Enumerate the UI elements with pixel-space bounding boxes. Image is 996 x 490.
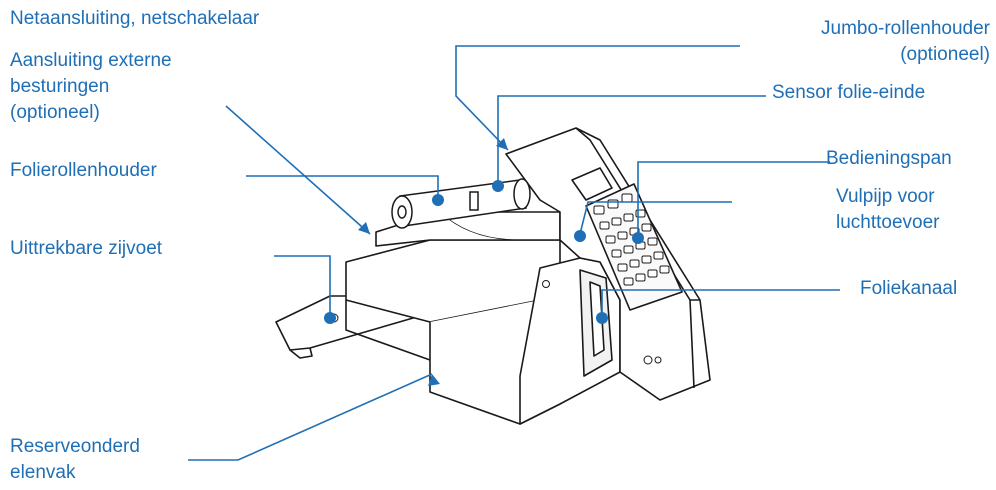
- leader-reserve: [188, 373, 433, 461]
- label-netaansluiting: Netaansluiting, netschakelaar: [10, 8, 260, 29]
- leader-markers: [324, 138, 644, 386]
- marker-vulpijp: [574, 230, 586, 242]
- marker-bediening: [632, 232, 644, 244]
- display-screen: [571, 167, 613, 201]
- label-sensor-folie-einde: Sensor folie-einde: [772, 82, 926, 103]
- label-extern-line1: Aansluiting externe: [10, 50, 172, 71]
- arrow-extern: [358, 222, 370, 234]
- marker-folierol: [432, 194, 444, 206]
- leader-sensor: [497, 95, 766, 182]
- label-reserveonderdelenvak: Reserveonderd elenvak: [10, 434, 140, 486]
- leader-jumbo: [455, 45, 740, 151]
- label-extern-line3: (optioneel): [10, 102, 100, 123]
- label-folierollenhouder: Folierollenhouder: [10, 160, 157, 181]
- leader-extern: [225, 105, 371, 235]
- label-reserve-line1: Reserveonderd: [10, 436, 140, 457]
- arrow-reserve: [428, 374, 440, 386]
- label-vulpijp: Vulpijp voor luchttoevoer: [836, 184, 996, 228]
- label-vulpijp-line2: luchttoevoer: [836, 212, 940, 228]
- label-bedieningspaneel: Bedieningspan: [826, 148, 952, 169]
- film-roll-holder: [391, 178, 531, 229]
- label-reserve-line2: elenvak: [10, 462, 76, 483]
- leader-bediening: [637, 161, 830, 234]
- leader-vulpijp: [579, 201, 732, 235]
- arrow-jumbo: [496, 138, 508, 150]
- label-aansluiting-externe: Aansluiting externe besturingen (optione…: [10, 48, 172, 126]
- label-jumbo-line2: (optioneel): [900, 44, 990, 65]
- leader-folierol: [246, 175, 439, 196]
- leader-zijvoet: [274, 255, 331, 316]
- label-foliekanaal: Foliekanaal: [860, 278, 958, 299]
- marker-sensor: [492, 180, 504, 192]
- label-jumbo-line1: Jumbo-rollenhouder: [821, 18, 990, 39]
- leader-lines: [188, 45, 840, 461]
- label-zijvoet: Uittrekbare zijvoet: [10, 238, 163, 259]
- marker-foliekanaal: [596, 312, 608, 324]
- marker-zijvoet: [324, 312, 336, 324]
- label-vulpijp-line1: Vulpijp voor: [836, 186, 935, 207]
- leader-foliekanaal: [601, 289, 840, 316]
- control-keypad: [585, 183, 683, 311]
- label-extern-line2: besturingen: [10, 76, 110, 97]
- control-tower: [505, 127, 711, 401]
- label-jumbo-rollenhouder: Jumbo-rollenhouder (optioneel): [821, 16, 990, 68]
